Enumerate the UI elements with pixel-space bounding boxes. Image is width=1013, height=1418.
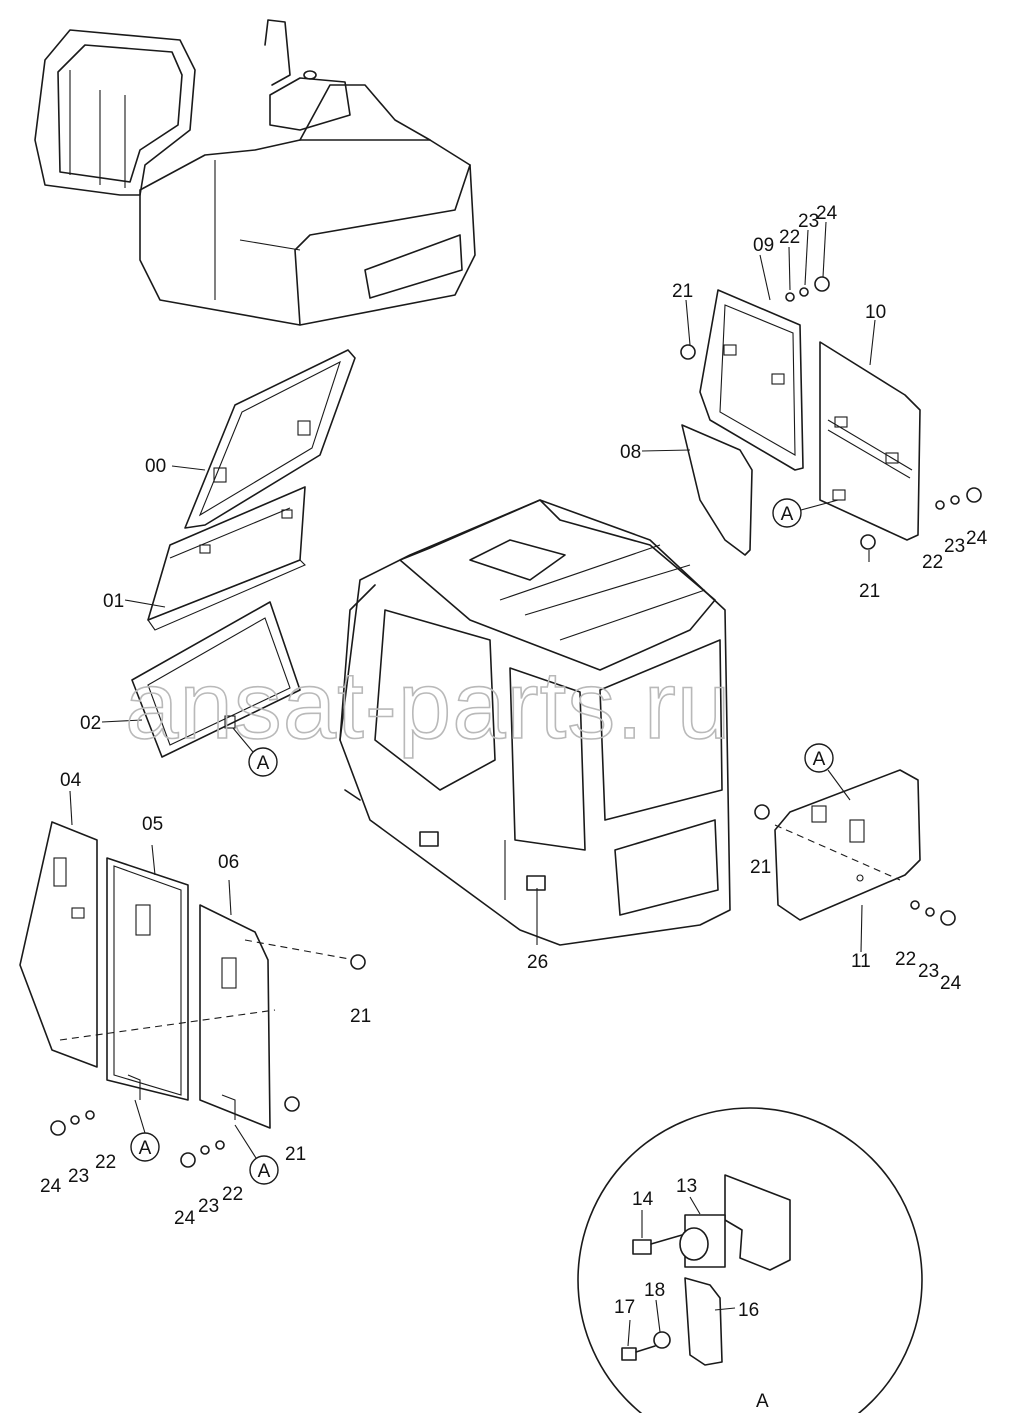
label-10: 10 xyxy=(865,302,886,323)
label-01: 01 xyxy=(103,591,124,612)
label-05: 05 xyxy=(142,814,163,835)
panel-10 xyxy=(819,341,921,541)
label-24-e: 24 xyxy=(174,1208,196,1229)
label-24-a: 24 xyxy=(816,203,838,224)
detail-view-a xyxy=(577,1107,923,1418)
part-labels: 00 01 02 04 05 06 08 09 10 11 21 22 23 2… xyxy=(40,203,988,1412)
label-21-c: 21 xyxy=(750,857,771,878)
label-21-b: 21 xyxy=(859,581,880,602)
callout-a-5 xyxy=(249,1155,279,1185)
label-22-d: 22 xyxy=(95,1152,116,1173)
label-00: 00 xyxy=(145,456,166,477)
callout-a-4-letter: A xyxy=(139,1138,152,1159)
callout-a-3-letter: A xyxy=(813,749,826,770)
label-23-c: 23 xyxy=(918,961,939,982)
label-22-c: 22 xyxy=(895,949,916,970)
hardware xyxy=(50,276,982,1168)
detail-a-caption: A xyxy=(756,1391,769,1412)
label-21-d: 21 xyxy=(350,1006,371,1027)
callout-a-1 xyxy=(248,747,278,777)
panel-00 xyxy=(184,349,356,529)
excavator-upper-structure xyxy=(34,19,476,326)
label-22-a: 22 xyxy=(779,227,800,248)
label-04: 04 xyxy=(60,770,82,791)
callout-markers: A A A A A xyxy=(130,498,851,1185)
label-23-e: 23 xyxy=(198,1196,219,1217)
panel-11 xyxy=(774,769,921,921)
label-24-b: 24 xyxy=(966,528,988,549)
label-26: 26 xyxy=(527,952,548,973)
label-21-a: 21 xyxy=(672,281,693,302)
label-18: 18 xyxy=(644,1280,665,1301)
panel-04 xyxy=(19,821,98,1068)
panel-05 xyxy=(106,857,189,1101)
panel-06 xyxy=(59,904,356,1129)
callout-a-3 xyxy=(804,743,834,773)
label-09: 09 xyxy=(753,235,774,256)
panel-08 xyxy=(681,424,753,556)
label-23-d: 23 xyxy=(68,1166,89,1187)
label-08: 08 xyxy=(620,442,641,463)
label-16: 16 xyxy=(738,1300,759,1321)
callout-a-2-letter: A xyxy=(781,504,794,525)
label-22-b: 22 xyxy=(922,552,943,573)
label-23-a: 23 xyxy=(798,211,819,232)
callout-a-5-letter: A xyxy=(258,1161,271,1182)
callout-a-1-letter: A xyxy=(257,753,270,774)
leader-lines xyxy=(69,221,876,1347)
frame-02 xyxy=(131,601,301,758)
callout-a-2 xyxy=(772,498,802,528)
panel-01 xyxy=(147,486,306,631)
label-14: 14 xyxy=(632,1189,654,1210)
watermark: ansat-parts.ru xyxy=(125,652,731,759)
label-22-e: 22 xyxy=(222,1184,243,1205)
panel-09 xyxy=(699,289,804,471)
operator-cab xyxy=(339,499,731,946)
label-02: 02 xyxy=(80,713,101,734)
label-23-b: 23 xyxy=(944,536,965,557)
label-17: 17 xyxy=(614,1297,635,1318)
label-06: 06 xyxy=(218,852,239,873)
label-21-e: 21 xyxy=(285,1144,306,1165)
label-13: 13 xyxy=(676,1176,697,1197)
label-24-c: 24 xyxy=(940,973,962,994)
label-24-d: 24 xyxy=(40,1176,62,1197)
label-11: 11 xyxy=(851,951,871,972)
